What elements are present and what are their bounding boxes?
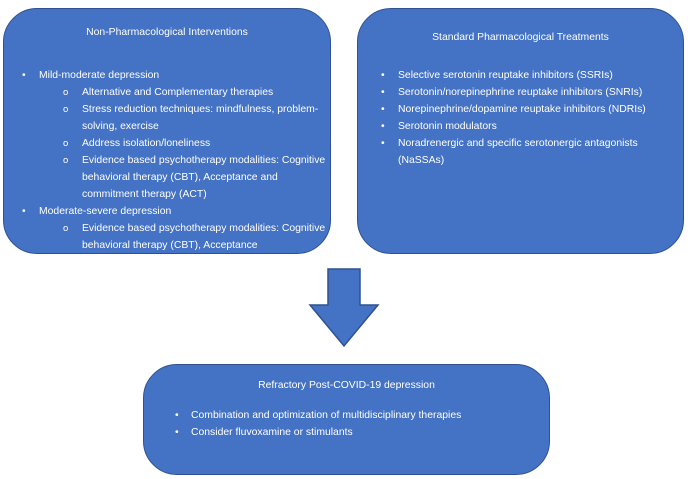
list-item: • Norepinephrine/dopamine reuptake inhib… (358, 101, 677, 118)
list-item: • Noradrenergic and specific serotonergi… (358, 135, 677, 169)
bullet-icon: • (22, 70, 26, 81)
down-arrow-icon (308, 268, 380, 348)
list-item: o Evidence based psychotherapy modalitie… (4, 220, 326, 254)
list-item-text: Selective serotonin reuptake inhibitors … (398, 70, 613, 81)
bullet-icon: • (22, 206, 26, 217)
list-item: • Consider fluvoxamine or stimulants (144, 424, 545, 441)
list-item: • Mild-moderate depression (4, 67, 326, 84)
pharmacological-title: Standard Pharmacological Treatments (432, 32, 609, 43)
pharmacological-list: • Selective serotonin reuptake inhibitor… (358, 67, 677, 169)
bullet-icon: • (381, 104, 385, 115)
bullet-icon: • (175, 427, 179, 438)
list-item: o Stress reduction techniques: mindfulne… (4, 101, 326, 135)
sub-bullet-icon: o (63, 155, 69, 166)
refractory-box: Refractory Post-COVID-19 depression • Co… (143, 364, 550, 475)
bullet-icon: • (381, 87, 385, 98)
list-item-text: Alternative and Complementary therapies (82, 87, 274, 98)
list-item: o Evidence based psychotherapy modalitie… (4, 152, 326, 203)
list-item-text: Norepinephrine/dopamine reuptake inhibit… (398, 104, 646, 115)
list-item-text: Noradrenergic and specific serotonergic … (398, 138, 638, 166)
sub-bullet-icon: o (63, 104, 69, 115)
bullet-icon: • (381, 121, 385, 132)
list-item: • Serotonin modulators (358, 118, 677, 135)
bullet-icon: • (381, 138, 385, 149)
refractory-title: Refractory Post-COVID-19 depression (258, 380, 435, 391)
list-item-text: Serotonin modulators (398, 121, 497, 132)
list-item: • Serotonin/norepinephrine reuptake inhi… (358, 84, 677, 101)
list-item: • Combination and optimization of multid… (144, 407, 545, 424)
pharmacological-box: Standard Pharmacological Treatments • Se… (357, 8, 684, 254)
list-item-text: Serotonin/norepinephrine reuptake inhibi… (398, 87, 643, 98)
non-pharmacological-list: • Mild-moderate depression o Alternative… (4, 67, 326, 254)
non-pharmacological-title: Non-Pharmacological Interventions (86, 27, 248, 38)
list-item-text: Combination and optimization of multidis… (191, 410, 462, 421)
list-item-text: Address isolation/loneliness (82, 138, 211, 149)
bullet-icon: • (175, 410, 179, 421)
sub-bullet-icon: o (63, 223, 69, 234)
non-pharmacological-box: Non-Pharmacological Interventions • Mild… (3, 8, 331, 254)
list-item-text: Stress reduction techniques: mindfulness… (82, 104, 319, 132)
bullet-icon: • (381, 70, 385, 81)
list-item: o Address isolation/loneliness (4, 135, 326, 152)
sub-bullet-icon: o (63, 138, 69, 149)
refractory-list: • Combination and optimization of multid… (144, 407, 545, 441)
list-item: o Alternative and Complementary therapie… (4, 84, 326, 101)
sub-bullet-icon: o (63, 87, 69, 98)
group-label-mild-moderate: Mild-moderate depression (39, 70, 160, 81)
list-item-text: Evidence based psychotherapy modalities:… (82, 155, 326, 200)
list-item: • Moderate-severe depression (4, 203, 326, 220)
list-item-text: Consider fluvoxamine or stimulants (191, 427, 353, 438)
list-item: • Selective serotonin reuptake inhibitor… (358, 67, 677, 84)
group-label-moderate-severe: Moderate-severe depression (39, 206, 172, 217)
list-item-text: Evidence based psychotherapy modalities:… (82, 223, 326, 251)
